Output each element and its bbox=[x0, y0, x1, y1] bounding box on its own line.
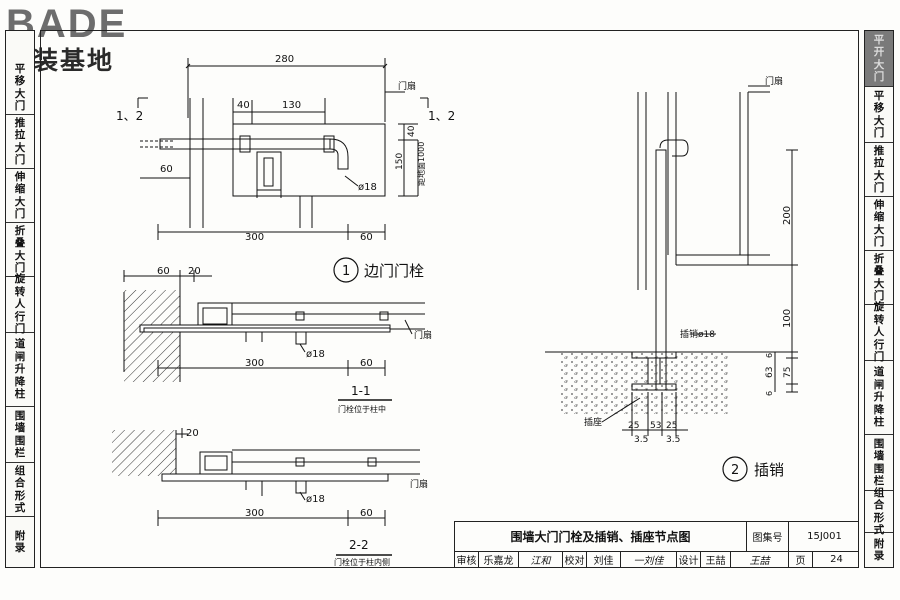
plan-dim-40: 40 bbox=[237, 100, 250, 111]
sec1-caption: 1-1 bbox=[351, 384, 371, 398]
tab-left-5[interactable]: 道闸升降柱 bbox=[6, 333, 34, 407]
plan-dim-280: 280 bbox=[275, 54, 294, 65]
socket-label: 插座 bbox=[584, 416, 602, 428]
drawing-frame bbox=[40, 30, 859, 568]
pin-dim-6-bottom: 6 bbox=[765, 391, 774, 396]
sec1-rod-label: ø18 bbox=[306, 349, 325, 360]
sec2-dim-300: 300 bbox=[245, 508, 264, 519]
pin-dim-63: 63 bbox=[765, 367, 775, 378]
plan-dim-300: 300 bbox=[245, 232, 264, 243]
tab-right-1[interactable]: 平移大门 bbox=[865, 87, 893, 143]
plan-dim-150: 150 bbox=[395, 153, 405, 170]
plan-rod-label: ø18 bbox=[358, 182, 377, 193]
pin-dim-25-left: 25 bbox=[628, 421, 639, 431]
tab-right-0-active[interactable]: 平开大门 bbox=[865, 31, 893, 87]
tab-left-3[interactable]: 折叠大门 bbox=[6, 223, 34, 277]
tab-right-6[interactable]: 道闸升降柱 bbox=[865, 361, 893, 435]
reviewer-name: 乐嘉龙 bbox=[479, 551, 519, 568]
sec2-rod-label: ø18 bbox=[306, 494, 325, 505]
sec2-leaf-label: 门扇 bbox=[410, 478, 428, 490]
tab-right-9[interactable]: 附录 bbox=[873, 537, 885, 563]
sec2-dim-20: 20 bbox=[186, 428, 199, 439]
designer-name: 王喆 bbox=[701, 551, 731, 568]
pin-dim-200: 200 bbox=[782, 206, 793, 225]
checker-name: 刘佳 bbox=[587, 551, 621, 568]
sec1-note: 门栓位于柱中 bbox=[338, 404, 386, 414]
pin-dim-53: 53 bbox=[650, 421, 661, 431]
sec1-dim-300: 300 bbox=[245, 358, 264, 369]
tab-right-8[interactable]: 组合形式 bbox=[865, 487, 893, 536]
plan-leaf-label: 门扇 bbox=[398, 80, 416, 92]
detail-1-title: 边门门栓 bbox=[364, 262, 424, 280]
section-1-1 bbox=[123, 270, 425, 401]
reviewer-signature: 江和 bbox=[519, 551, 563, 568]
plan-cut-left: 1、2 bbox=[116, 109, 143, 123]
sec1-dim-60: 60 bbox=[157, 266, 170, 277]
design-label: 设计 bbox=[677, 551, 701, 568]
pin-dim-100: 100 bbox=[782, 309, 793, 328]
designer-signature: 王喆 bbox=[731, 551, 789, 568]
sec2-caption: 2-2 bbox=[349, 538, 369, 552]
pin-dim-25-right: 25 bbox=[666, 421, 677, 431]
left-section-tabs: 平移大门 推拉大门 伸缩大门 折叠大门 旋转人行门 道闸升降柱 围墙围栏 组合形… bbox=[5, 30, 35, 568]
sec1-dim-20: 20 bbox=[188, 266, 201, 277]
pin-dim-6-top: 6 bbox=[765, 353, 774, 358]
tab-right-3[interactable]: 伸缩大门 bbox=[865, 197, 893, 251]
tab-left-0[interactable]: 平移大门 bbox=[6, 61, 34, 115]
tab-right-2[interactable]: 推拉大门 bbox=[865, 143, 893, 197]
page-label: 页 bbox=[789, 551, 813, 568]
pin-leaf-label: 门扇 bbox=[765, 75, 783, 87]
plan-view bbox=[137, 58, 429, 240]
plan-dim-60: 60 bbox=[160, 164, 173, 175]
pin-label: 插销ø18 bbox=[680, 328, 715, 340]
tab-left-8[interactable]: 附录 bbox=[14, 529, 26, 555]
tab-left-1[interactable]: 推拉大门 bbox=[6, 115, 34, 169]
right-section-tabs: 平开大门 平移大门 推拉大门 伸缩大门 折叠大门 旋转人行门 道闸升降柱 围墙围… bbox=[864, 30, 894, 568]
detail-1-number: 1 bbox=[342, 264, 350, 279]
plan-dim-40-right: 40 bbox=[407, 125, 417, 137]
check-label: 校对 bbox=[563, 551, 587, 568]
tab-left-6[interactable]: 围墙围栏 bbox=[6, 407, 34, 463]
sec2-dim-60: 60 bbox=[360, 508, 373, 519]
review-label: 审核 bbox=[455, 551, 479, 568]
plan-dim-height: 距地面1000 bbox=[416, 142, 426, 186]
detail-2-number: 2 bbox=[731, 463, 739, 478]
sec2-note: 门栓位于柱内侧 bbox=[334, 557, 390, 567]
atlas-label: 图集号 bbox=[747, 522, 789, 551]
title-block: 围墙大门门栓及插销、插座节点图 图集号 15J001 审核 乐嘉龙 江和 校对 … bbox=[454, 521, 859, 568]
atlas-number: 15J001 bbox=[807, 531, 842, 542]
pin-dim-3.5-right: 3.5 bbox=[666, 435, 680, 445]
tab-left-7[interactable]: 组合形式 bbox=[6, 463, 34, 517]
sec1-dim-60: 60 bbox=[360, 358, 373, 369]
tab-right-5[interactable]: 旋转人行门 bbox=[865, 301, 893, 363]
title-block-row-title: 围墙大门门栓及插销、插座节点图 图集号 15J001 bbox=[455, 522, 859, 552]
pin-detail bbox=[545, 85, 798, 436]
title-block-row-signatures: 审核 乐嘉龙 江和 校对 刘佳 一刘佳 设计 王喆 王喆 页 24 bbox=[455, 551, 859, 568]
plan-cut-right: 1、2 bbox=[428, 109, 455, 123]
plan-dim-130: 130 bbox=[282, 100, 301, 111]
tab-right-4[interactable]: 折叠大门 bbox=[865, 251, 893, 305]
checker-signature: 一刘佳 bbox=[621, 551, 677, 568]
pin-dim-75: 75 bbox=[783, 367, 793, 378]
detail-2-title: 插销 bbox=[754, 461, 784, 479]
tab-left-4[interactable]: 旋转人行门 bbox=[6, 273, 34, 335]
page-number: 24 bbox=[830, 554, 843, 565]
sec1-leaf-label: 门扇 bbox=[414, 329, 432, 341]
pin-dim-3.5-left: 3.5 bbox=[634, 435, 648, 445]
drawing-title: 围墙大门门栓及插销、插座节点图 bbox=[455, 522, 747, 551]
section-2-2 bbox=[112, 428, 420, 556]
tab-right-7[interactable]: 围墙围栏 bbox=[865, 435, 893, 491]
tab-left-2[interactable]: 伸缩大门 bbox=[6, 169, 34, 223]
plan-dim-60-bottom: 60 bbox=[360, 232, 373, 243]
